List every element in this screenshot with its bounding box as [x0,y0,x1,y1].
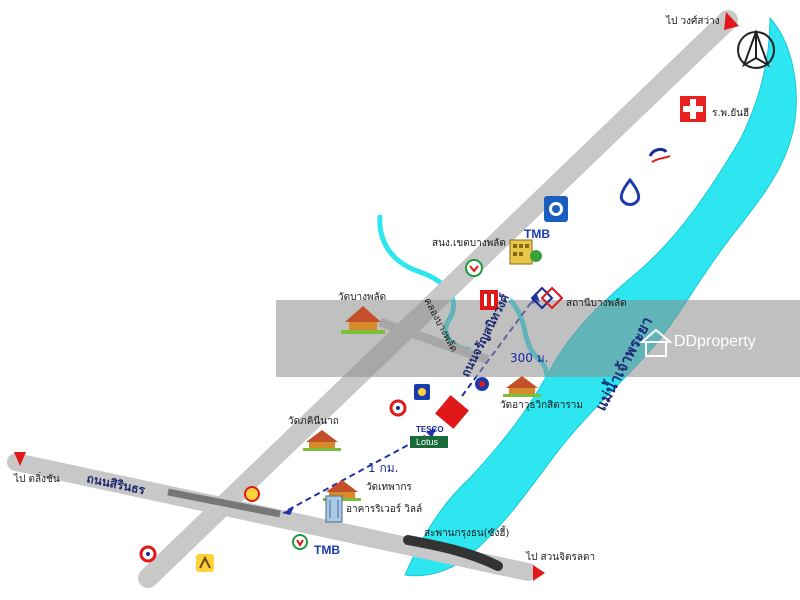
mrt-station-marker-icon [480,290,498,310]
tmb-bottom-label: TMB [314,543,340,557]
temple-icon [503,376,541,397]
bang-phlat-station-icon [530,286,564,310]
lotus-logo-icon [410,436,448,448]
temple-icon [341,306,385,334]
watermark-text: DDproperty [674,333,756,350]
tesco-label: TESCO [416,425,444,434]
north-arrow-icon [737,29,775,69]
sirindhorn-elevated-segment [167,488,281,518]
distance-300m-label: 300 ม. [510,351,548,365]
fuel-station-logo-icon [648,147,671,163]
temple-icon [303,430,341,451]
red-cross-icon [680,96,706,122]
sirindhorn-road [7,453,537,581]
wat-bang-phlat-label: วัดบางพลัด [338,292,386,303]
river-city-building-icon [325,495,343,523]
wat-phakkhini-label: วัดภคินีนาถ [288,415,339,427]
kasikorn-bank-icon-bottom [292,534,308,550]
scb-bank-icon [389,399,407,417]
river-city-label: อาคารริเวอร์ วิลล์ [346,503,422,515]
direction-arrow-wongsawang [724,12,739,30]
wat-awut-label: วัดอาวุธวิกสิตาราม [500,400,583,411]
hospital-label: ร.พ.ยันฮี [712,107,749,119]
krungthai-bank-icon [619,177,641,206]
direction-arrow-suan-chitlada [533,565,545,581]
lotus-label: Lotus [416,437,439,447]
distance-line-1km [287,431,433,511]
location-marker-icon [435,395,469,429]
chao-phraya-river [404,16,797,577]
krungsri-bank-icon [196,554,214,572]
to-taling-chan-label: ไป ตลิ่งชัน [13,471,60,485]
tmb-top-label: TMB [524,227,550,241]
district-office-building-icon [509,239,542,265]
bualuang-bank-icon [414,384,430,400]
charan-sanitwong-road [138,10,738,588]
distance-arrowhead-1km-a [282,507,294,515]
scb-bank-icon-bottom [139,545,157,563]
to-wongsawang-label: ไป วงศ์สว่าง [665,15,720,27]
distance-arrowhead-1km-b [426,428,436,438]
bang-phlat-station-label: สถานีบางพลัด [566,297,627,309]
distance-1km-label: 1 กม. [368,461,398,475]
bridge-label: สะพานกรุงธน(ซังฮี้) [424,525,509,539]
krung-thon-bridge [403,535,503,571]
district-office-label: สนง.เขตบางพลัด [432,238,506,249]
bangkok-bank-icon [475,377,489,391]
shell-station-icon [244,486,260,502]
direction-arrow-taling-chan [14,452,26,466]
to-suan-chitlada-label: ไป สวนจิตรลดา [525,551,595,563]
wat-thephakon-label: วัดเทพากร [366,482,412,493]
kasikorn-bank-icon [465,259,483,277]
ddproperty-logo-icon [639,328,673,357]
bank-logo-icon [544,196,568,222]
